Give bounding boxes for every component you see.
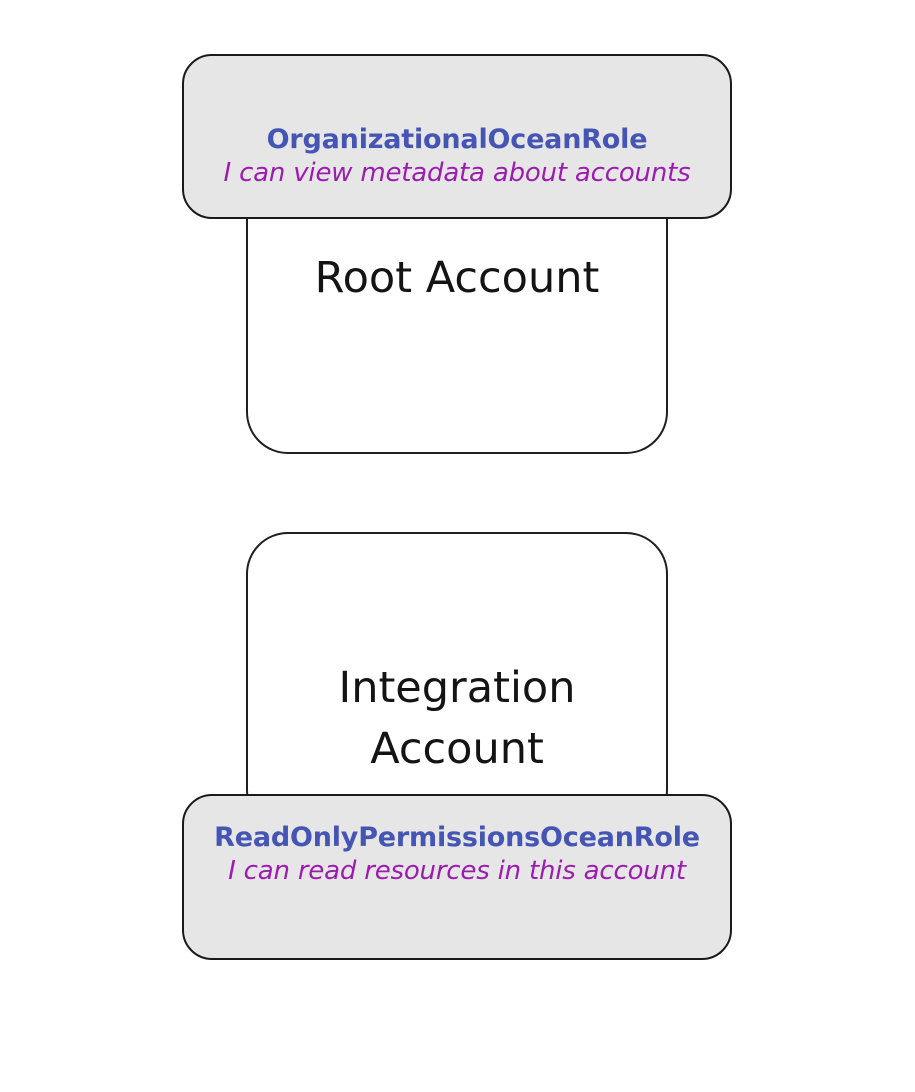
readonly-permissions-ocean-role-content: ReadOnlyPermissionsOceanRole I can read … [214, 821, 700, 888]
integration-account-label: Integration Account [246, 658, 668, 780]
integration-account-box[interactable] [246, 532, 668, 832]
readonly-permissions-ocean-role-box[interactable]: ReadOnlyPermissionsOceanRole I can read … [182, 794, 732, 960]
organizational-ocean-role-description: I can view metadata about accounts [223, 158, 691, 189]
organizational-ocean-role-name: OrganizationalOceanRole [266, 124, 648, 156]
integration-account-label-line2: Account [370, 724, 544, 775]
root-account-label: Root Account [314, 253, 600, 303]
readonly-permissions-ocean-role-description: I can read resources in this account [228, 855, 686, 886]
organizational-ocean-role-box[interactable]: OrganizationalOceanRole I can view metad… [182, 54, 732, 219]
integration-account-label-line1: Integration [338, 663, 576, 713]
readonly-permissions-ocean-role-name: ReadOnlyPermissionsOceanRole [214, 821, 700, 853]
organizational-ocean-role-content: OrganizationalOceanRole I can view metad… [224, 123, 691, 190]
